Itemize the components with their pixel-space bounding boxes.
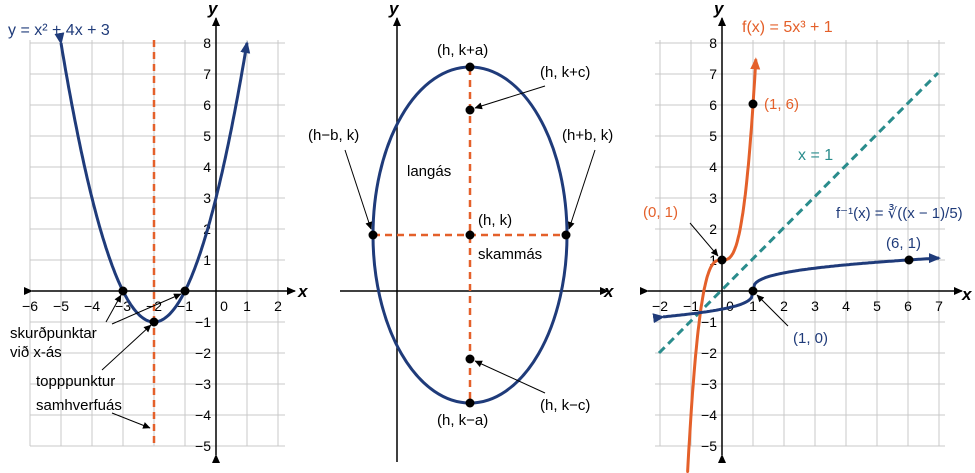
x-tick-label: −5	[53, 298, 69, 314]
x-tick-label: 1	[243, 298, 251, 314]
pointer-focus-bottom	[474, 360, 546, 394]
y-tick-label: 2	[709, 221, 717, 237]
x-intercept-point-right	[180, 286, 190, 296]
y-tick-label: 8	[709, 35, 717, 51]
vertex-point	[149, 317, 159, 327]
x-tick-label: 3	[811, 298, 819, 314]
y-tick-label: −3	[701, 376, 717, 392]
y-tick-label: 8	[203, 35, 211, 51]
ellipse-covertex-left	[368, 230, 378, 240]
label-vertex-top: (h, k+a)	[437, 42, 488, 59]
label-focus-bottom: (h, k−c)	[540, 397, 590, 414]
y-tick-label: 6	[709, 97, 717, 113]
x-tick-label: 6	[904, 298, 912, 314]
pointer-right-covertex	[567, 149, 596, 230]
y-tick-label: 5	[203, 128, 211, 144]
line-y-equals-x-label: x = 1	[798, 147, 833, 164]
point-1-0	[748, 286, 758, 296]
ellipse-focus-top	[465, 105, 475, 115]
label-point-1-0: (1, 0)	[793, 330, 828, 347]
y-tick-label: 5	[709, 128, 717, 144]
point-6-1	[904, 255, 914, 265]
x-intercept-point-left	[118, 286, 128, 296]
y-tick-label: −1	[195, 314, 211, 330]
y-tick-label: 3	[709, 190, 717, 206]
label-point-0-1: (0, 1)	[643, 204, 678, 221]
pointer-intercept-right	[111, 293, 182, 325]
label-x-intercepts: skurðpunktar	[10, 325, 97, 342]
label-point-6-1: (6, 1)	[886, 235, 921, 252]
pointer-axis-of-symmetry	[111, 412, 151, 429]
ellipse-vertex-top	[465, 62, 475, 72]
x-tick-label: 5	[873, 298, 881, 314]
y-tick-label: 7	[203, 66, 211, 82]
y-tick-label: −2	[701, 345, 717, 361]
y-tick-label: −5	[701, 438, 717, 454]
label-point-1-6: (1, 6)	[764, 96, 799, 113]
pointer-point-1-0	[756, 294, 789, 327]
panel1-x-axis-label: x	[297, 282, 309, 301]
x-tick-label: −1	[177, 298, 193, 314]
y-tick-label: −1	[701, 314, 717, 330]
x-tick-label: 7	[935, 298, 943, 314]
pointer-left-covertex	[344, 149, 373, 230]
panel2-y-axis-label: y	[388, 0, 400, 18]
point-0-1	[717, 255, 727, 265]
x-tick-label: 2	[274, 298, 282, 314]
label-vertex-bottom: (h, k−a)	[437, 412, 488, 429]
label-minor-axis: skammás	[478, 246, 542, 263]
inverse-function-curve	[652, 253, 941, 324]
panel1-y-axis-label: y	[207, 0, 219, 18]
y-tick-label: 7	[709, 66, 717, 82]
label-covertex-right: (h+b, k)	[562, 127, 613, 144]
y-tick-label: −2	[195, 345, 211, 361]
x-tick-label: 4	[842, 298, 850, 314]
panel3-y-axis-label: y	[713, 0, 725, 18]
pointer-vertex	[101, 324, 152, 371]
point-1-6	[748, 99, 758, 109]
y-tick-label: 4	[203, 159, 211, 175]
label-x-intercepts-line2: við x-ás	[10, 344, 62, 361]
pointer-focus-top	[474, 85, 546, 110]
parabola-equation: y = x² + 4x + 3	[8, 22, 110, 39]
panel1-axes	[24, 17, 296, 463]
ellipse-center	[465, 230, 475, 240]
ellipse-focus-bottom	[465, 354, 475, 364]
x-tick-label: −2	[652, 298, 668, 314]
panel-ellipse: (h, k+a) (h, k+c) (h−b, k) (h+b, k) lang…	[308, 0, 615, 462]
ellipse-vertex-bottom	[465, 398, 475, 408]
y-tick-label: 6	[203, 97, 211, 113]
pointer-point-0-1	[689, 222, 719, 257]
pointer-intercept-left	[105, 294, 122, 323]
cubic-function-label: f(x) = 5x³ + 1	[742, 19, 833, 36]
label-major-axis: langás	[407, 163, 451, 180]
y-tick-label: −4	[701, 407, 717, 423]
y-tick-label: −3	[195, 376, 211, 392]
x-tick-label: −6	[22, 298, 38, 314]
ellipse-covertex-right	[561, 230, 571, 240]
panel3-x-axis-label: x	[961, 285, 973, 304]
x-tick-label: −1	[683, 298, 699, 314]
label-vertex: topppunktur	[36, 373, 115, 390]
x-tick-label: −4	[84, 298, 100, 314]
y-tick-label: −4	[195, 407, 211, 423]
y-tick-label: 1	[203, 252, 211, 268]
x-tick-label: 0	[220, 298, 228, 314]
y-tick-label: 4	[709, 159, 717, 175]
label-focus-top: (h, k+c)	[540, 64, 590, 81]
x-tick-label: 2	[780, 298, 788, 314]
y-tick-label: 3	[203, 190, 211, 206]
y-tick-label: −5	[195, 438, 211, 454]
label-axis-of-symmetry: samhverfuás	[36, 397, 122, 414]
panel2-x-axis-label: x	[603, 282, 615, 301]
label-center: (h, k)	[478, 212, 512, 229]
label-covertex-left: (h−b, k)	[308, 127, 359, 144]
inverse-function-label: f⁻¹(x) = ∛((x − 1)/5)	[836, 204, 963, 222]
